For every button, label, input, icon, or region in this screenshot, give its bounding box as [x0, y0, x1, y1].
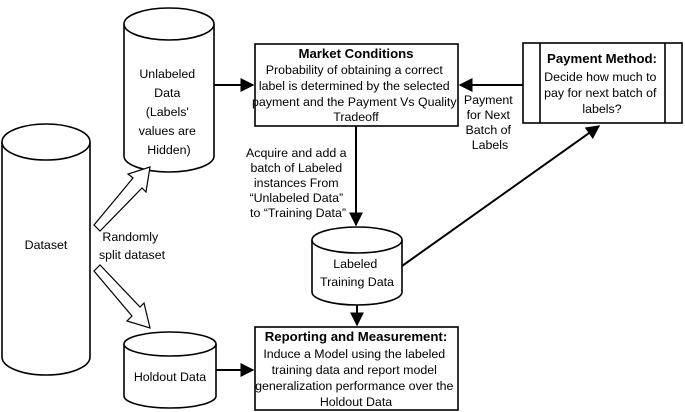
payment-next-batch-label: Payment for Next Batch of Labels — [464, 93, 516, 152]
dataset-label: Dataset — [25, 238, 68, 252]
labeled-training-data-cylinder: Labeled Training Data — [311, 226, 403, 306]
reporting-measurement-text: Induce a Model using the labeled trainin… — [255, 347, 457, 409]
acquire-batch-label: Acquire and add a batch of Labeled insta… — [246, 146, 350, 220]
split-to-holdout-arrow — [93, 264, 151, 329]
labeled-training-data-label: Labeled Training Data — [320, 257, 394, 289]
payment-method-title: Payment Method: — [547, 51, 657, 66]
split-to-unlabeled-arrow-body — [93, 166, 151, 232]
split-dataset-label: Randomly split dataset — [99, 230, 166, 262]
labeled-to-payment-arrow — [401, 125, 601, 267]
reporting-measurement-title: Reporting and Measurement: — [265, 329, 447, 344]
dataset-cylinder: Dataset — [1, 123, 91, 376]
market-conditions-title: Market Conditions — [298, 46, 413, 61]
market-conditions-box: Market Conditions Probability of obtaini… — [252, 43, 460, 127]
payment-method-box: Payment Method: Decide how much to pay f… — [522, 42, 683, 124]
reporting-measurement-box: Reporting and Measurement: Induce a Mode… — [254, 326, 459, 411]
payment-method-text: Decide how much to pay for next batch of… — [544, 70, 660, 116]
holdout-data-cylinder: Holdout Data — [123, 331, 217, 409]
unlabeled-data-cylinder: Unlabeled Data (Labels' values are Hidde… — [123, 7, 215, 173]
market-conditions-text: Probability of obtaining a correct label… — [252, 63, 460, 124]
holdout-data-label: Holdout Data — [134, 370, 206, 384]
unlabeled-data-label: Unlabeled Data (Labels' values are Hidde… — [139, 67, 200, 157]
